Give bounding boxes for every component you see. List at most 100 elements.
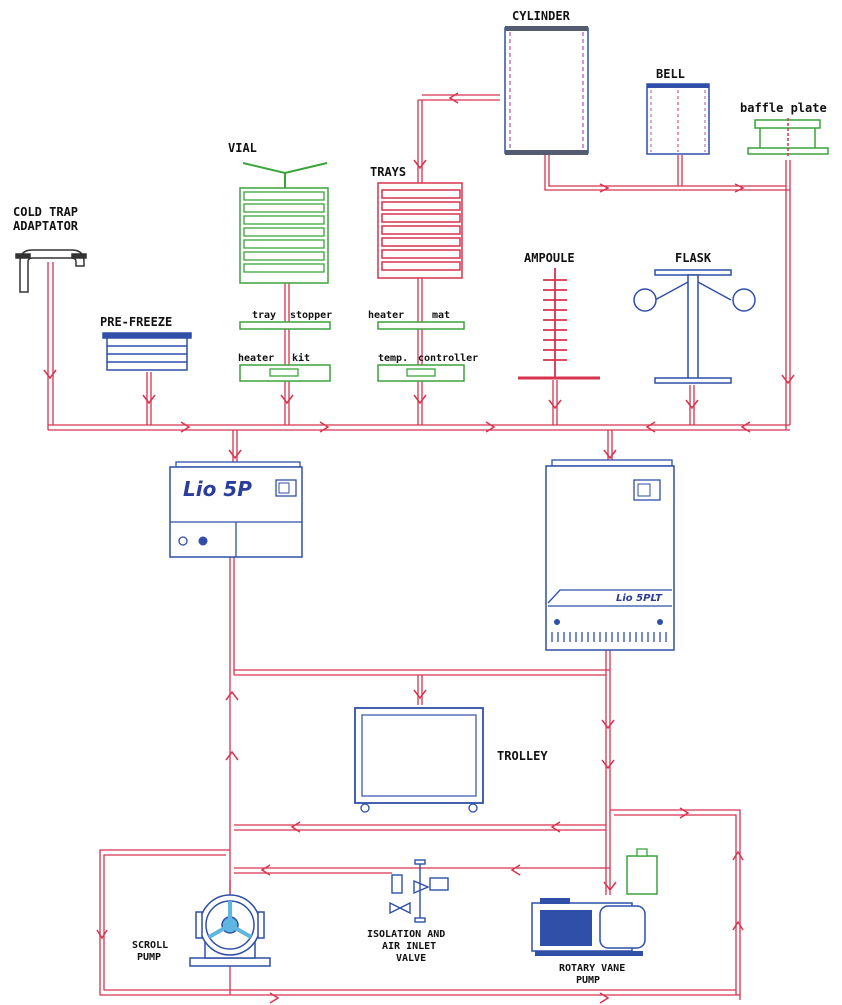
baffle-plate-label: baffle plate [740, 101, 827, 115]
scroll-pump-label-1: SCROLL [132, 940, 168, 951]
line-outer-right [610, 809, 741, 1000]
temp-controller-inner [406, 368, 436, 377]
lio-5p-screen-inner [278, 482, 290, 494]
rotary-pump-body [531, 898, 646, 956]
ampoule-group[interactable]: AMPOULE [518, 251, 600, 380]
lio-5p-label: Lio 5P [183, 477, 252, 501]
vial-label: VIAL [228, 141, 257, 155]
lio-5plt-screen [633, 479, 661, 501]
trolley-label: TROLLEY [497, 749, 548, 763]
trays-label: TRAYS [370, 165, 406, 179]
valve-label-1: ISOLATION AND [367, 929, 445, 940]
heater-kit-box [239, 364, 331, 382]
heater-kit-inner [269, 368, 299, 377]
line-loop-valve [234, 867, 610, 874]
cylinder-top [505, 26, 588, 31]
trolley-inner [361, 714, 477, 797]
heater-kit-label-a: heater [238, 353, 274, 364]
heater-mat-label-b: mat [432, 310, 450, 321]
line-bell [677, 155, 683, 186]
line-trolley-bus [234, 669, 610, 676]
cylinder-body [504, 27, 589, 154]
manifold-line [48, 424, 790, 431]
lio-5plt-screen-inner [637, 483, 651, 497]
valve-shape [389, 859, 449, 923]
lio-5plt-unit[interactable]: Lio 5PLT [545, 459, 675, 651]
vial-top-handle [242, 162, 328, 188]
trolley-group[interactable]: TROLLEY [354, 707, 548, 813]
temp-controller-box [377, 364, 465, 382]
rotary-pump-label-2: PUMP [576, 975, 600, 986]
flask-group[interactable]: FLASK [633, 251, 756, 384]
isolation-valve-group[interactable]: ISOLATION AND AIR INLET VALVE [367, 859, 449, 964]
baffle-plate-group[interactable]: baffle plate [740, 101, 829, 158]
cylinder-label: CYLINDER [512, 9, 571, 23]
vial-group[interactable]: VIAL tray stopper heater kit [228, 141, 332, 382]
cold-trap-shape [15, 249, 87, 293]
rotary-pump-filter [626, 848, 658, 895]
cylinder-bottom [505, 150, 588, 155]
line-to-lio5p [232, 430, 238, 462]
lio-5plt-panel-line [547, 589, 672, 604]
lio-5p-knob-2 [198, 536, 208, 546]
lio-5plt-label: Lio 5PLT [616, 593, 663, 604]
bell-group[interactable]: BELL [646, 67, 710, 155]
lio-5plt-vents [551, 632, 667, 642]
prefreeze-group[interactable]: PRE-FREEZE [100, 315, 192, 371]
line-cylinder-bell [544, 155, 790, 191]
line-to-lio5plt [607, 430, 613, 462]
line-trolley-feed [417, 675, 423, 705]
flow-arrows [43, 92, 795, 1004]
tray-stopper-label-b: stopper [290, 310, 332, 321]
cold-trap-label-2: ADAPTATOR [13, 219, 79, 233]
lio-5p-knob-1 [178, 536, 188, 546]
cold-trap-label-1: COLD TRAP [13, 205, 78, 219]
ampoule-label: AMPOULE [524, 251, 575, 265]
trolley-wheel-right [468, 803, 478, 813]
trolley-wheel-left [360, 803, 370, 813]
bell-top [647, 84, 709, 88]
valve-label-2: AIR INLET [382, 941, 436, 952]
line-right-riser [785, 160, 791, 430]
ampoule-shape [518, 268, 600, 380]
cold-trap-group[interactable]: COLD TRAP ADAPTATOR [13, 205, 87, 293]
trays-group[interactable]: TRAYS heater mat temp. controller [368, 165, 478, 382]
lio-5p-unit[interactable]: Lio 5P [169, 461, 303, 558]
line-outer-left [99, 849, 740, 996]
trays-stack [377, 182, 463, 279]
flask-shape [633, 269, 756, 384]
scroll-pump-group[interactable]: SCROLL PUMP [132, 894, 271, 967]
line-cold-trap [47, 262, 54, 430]
rotary-vane-pump-group[interactable]: ROTARY VANE PUMP [531, 848, 658, 986]
cylinder-group[interactable]: CYLINDER [504, 9, 589, 155]
lio-5plt-knob-1 [554, 619, 560, 625]
bell-body [646, 83, 710, 155]
line-prefreeze [146, 372, 152, 425]
heater-mat-bar [377, 321, 465, 330]
rotary-pump-label-1: ROTARY VANE [559, 963, 625, 974]
line-trays-top [418, 94, 500, 101]
lio-5plt-top [551, 459, 673, 467]
prefreeze-label: PRE-FREEZE [100, 315, 172, 329]
scroll-pump-shape [189, 894, 271, 967]
line-to-rotary [605, 870, 611, 895]
connection-lines [47, 94, 791, 1000]
lio-5plt-knob-2 [657, 619, 663, 625]
vial-shelves [243, 191, 325, 273]
baffle-plate-shape [747, 118, 829, 158]
line-lio5plt-trunk [605, 650, 611, 870]
heater-mat-label-a: heater [368, 310, 404, 321]
prefreeze-shape [102, 332, 192, 371]
bell-label: BELL [656, 67, 685, 81]
tray-stopper-bar [239, 321, 331, 330]
temp-controller-label-a: temp. [378, 353, 408, 364]
valve-label-3: VALVE [396, 953, 426, 964]
temp-controller-label-b: controller [418, 353, 478, 364]
tray-stopper-label-a: tray [252, 310, 276, 321]
trolley-frame [354, 707, 484, 804]
lio-5p-screen [275, 479, 297, 497]
heater-kit-label-b: kit [292, 352, 310, 364]
line-ampoule [552, 380, 558, 425]
flask-label: FLASK [675, 251, 712, 265]
